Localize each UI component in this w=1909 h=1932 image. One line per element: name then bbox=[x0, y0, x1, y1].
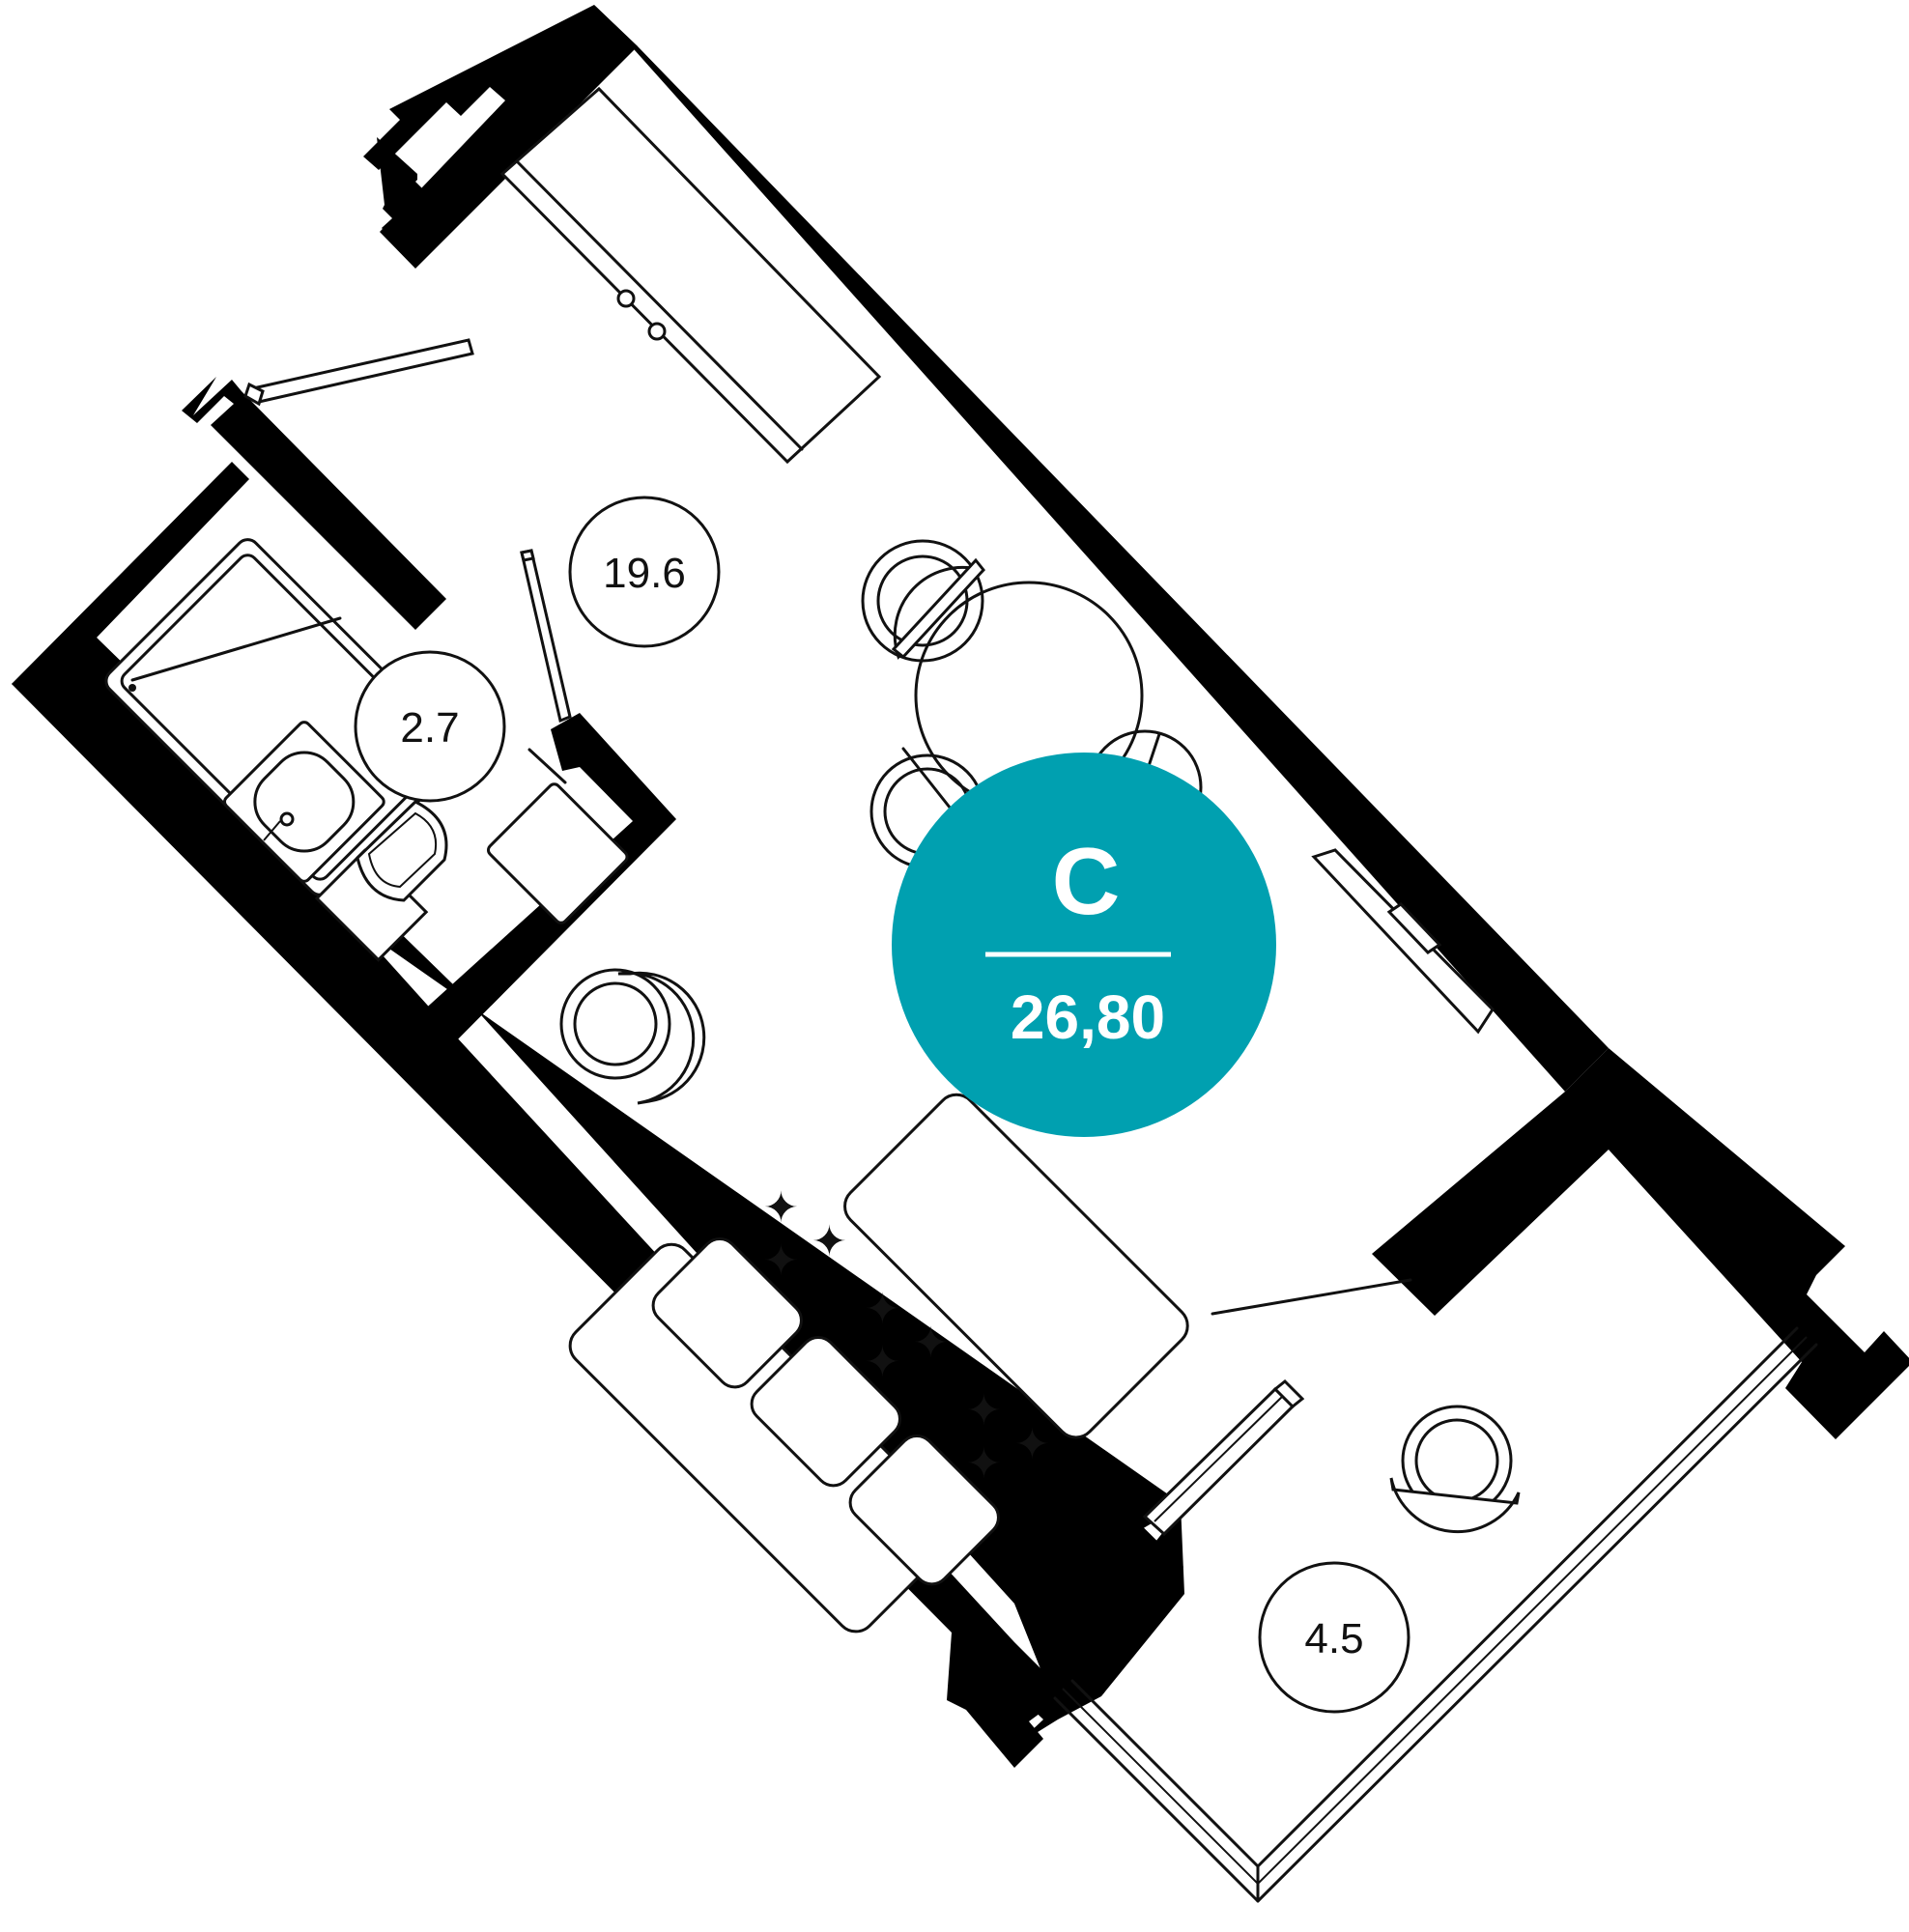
room-area-balcony: 4.5 bbox=[1304, 1615, 1363, 1662]
svg-text:✦: ✦ bbox=[763, 1184, 799, 1232]
wall-left-outer bbox=[12, 638, 1058, 1768]
balcony-radiator bbox=[1142, 1378, 1305, 1537]
wall-bathroom-top bbox=[182, 377, 446, 630]
wall-bathroom-partition bbox=[411, 713, 676, 1058]
bathroom-fixtures bbox=[104, 538, 629, 962]
sofa-tufts: ✦ ✦ ✦ ✦ ✦ ✦ ✦ ✦ ✦ bbox=[763, 1184, 1050, 1488]
room-label-balcony: 4.5 bbox=[1258, 1561, 1410, 1714]
balcony-chair bbox=[1389, 1405, 1521, 1534]
wall-right-exterior bbox=[594, 5, 1609, 1092]
svg-text:✦: ✦ bbox=[865, 1286, 900, 1333]
balcony-door bbox=[1211, 1278, 1412, 1316]
wall-entry-left bbox=[377, 137, 454, 263]
svg-text:✦: ✦ bbox=[1014, 1421, 1050, 1468]
room-area-bathroom: 2.7 bbox=[400, 704, 459, 752]
room-label-living: 19.6 bbox=[568, 496, 721, 648]
svg-text:✦: ✦ bbox=[812, 1218, 847, 1265]
balcony-railing bbox=[1053, 1326, 1818, 1903]
apartment-badge: C 26,80 bbox=[892, 753, 1276, 1137]
chair-1 bbox=[861, 539, 985, 663]
bathroom-door bbox=[520, 549, 572, 724]
wall-balcony-divider bbox=[1372, 1048, 1609, 1316]
entry-door bbox=[243, 338, 474, 407]
svg-text:✦: ✦ bbox=[763, 1237, 799, 1285]
svg-text:✦: ✦ bbox=[966, 1387, 1002, 1435]
svg-text:✦: ✦ bbox=[966, 1440, 1002, 1488]
apartment-total-area: 26,80 bbox=[1011, 982, 1165, 1052]
room-area-living: 19.6 bbox=[603, 550, 686, 597]
wardrobe bbox=[499, 86, 882, 465]
apartment-type-letter: C bbox=[1052, 828, 1121, 934]
tv-stand bbox=[1311, 848, 1495, 1035]
room-label-bathroom: 2.7 bbox=[354, 650, 506, 803]
wall-right-balcony bbox=[1609, 1048, 1909, 1439]
armchair bbox=[559, 968, 706, 1105]
svg-text:✦: ✦ bbox=[913, 1320, 949, 1367]
badge-circle bbox=[892, 753, 1276, 1137]
sofa: ✦ ✦ ✦ ✦ ✦ ✦ ✦ ✦ ✦ bbox=[568, 1184, 1050, 1634]
svg-text:✦: ✦ bbox=[865, 1339, 900, 1386]
bed bbox=[843, 1093, 1189, 1439]
wall-balcony-entry bbox=[1014, 1503, 1183, 1686]
